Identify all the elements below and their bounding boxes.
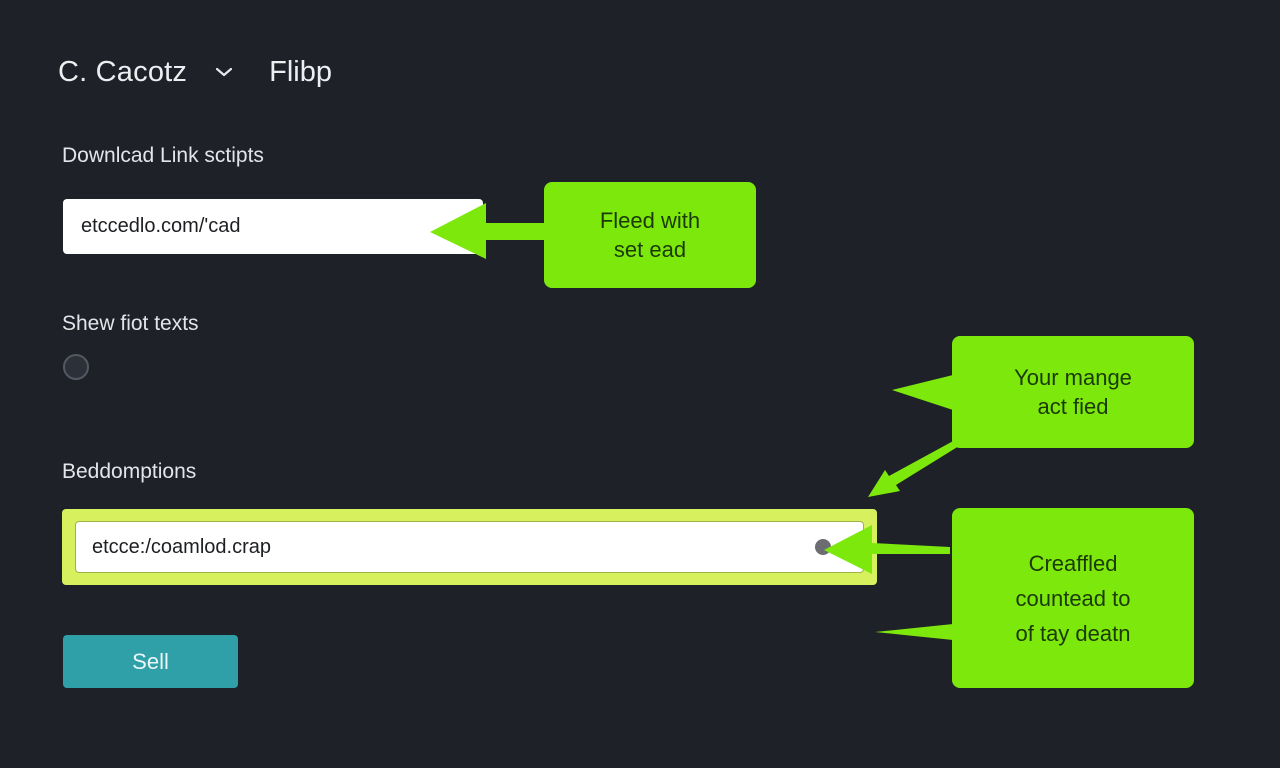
callout-bottom-line-1: Creaffled (1028, 550, 1118, 576)
options-path-input[interactable]: etcce:/coamlod.crap (75, 521, 864, 573)
callout-bottom-tail (875, 624, 953, 640)
clear-icon[interactable] (815, 539, 831, 555)
header: C. Cacotz Flibp (58, 52, 332, 92)
download-link-input[interactable]: etccedlo.com/'cad (63, 199, 483, 254)
download-link-label: Downlcad Link sctipts (62, 144, 264, 167)
arrow-to-options-field (868, 440, 959, 497)
callout-middle-line-1: Your mange (1014, 365, 1132, 390)
callout-middle-tail (892, 375, 953, 410)
callout-bottom: Creaffled countead to of tay deatn (952, 508, 1194, 688)
options-path-value: etcce:/coamlod.crap (92, 535, 271, 558)
download-link-value: etccedlo.com/'cad (81, 215, 241, 237)
show-texts-toggle[interactable] (63, 354, 89, 380)
callout-middle-line-2: act fied (1037, 394, 1109, 419)
callout-top: Fleed with set ead (544, 182, 756, 288)
options-field-highlight: etcce:/coamlod.crap (62, 509, 877, 585)
callout-bottom-line-3: of tay deatn (1015, 620, 1131, 646)
submit-button[interactable]: Sell (63, 635, 238, 688)
callout-middle: Your mange act fied (952, 336, 1194, 448)
account-name[interactable]: C. Cacotz (58, 55, 188, 88)
chevron-down-icon[interactable] (213, 61, 235, 83)
options-label: Beddomptions (62, 460, 197, 483)
nav-title[interactable]: Flibp (269, 55, 332, 88)
callout-top-line-2: set ead (613, 237, 687, 262)
show-texts-label: Shew fiot texts (62, 312, 199, 335)
callout-bottom-line-2: countead to (1015, 585, 1131, 611)
callout-top-line-1: Fleed with (599, 208, 701, 233)
